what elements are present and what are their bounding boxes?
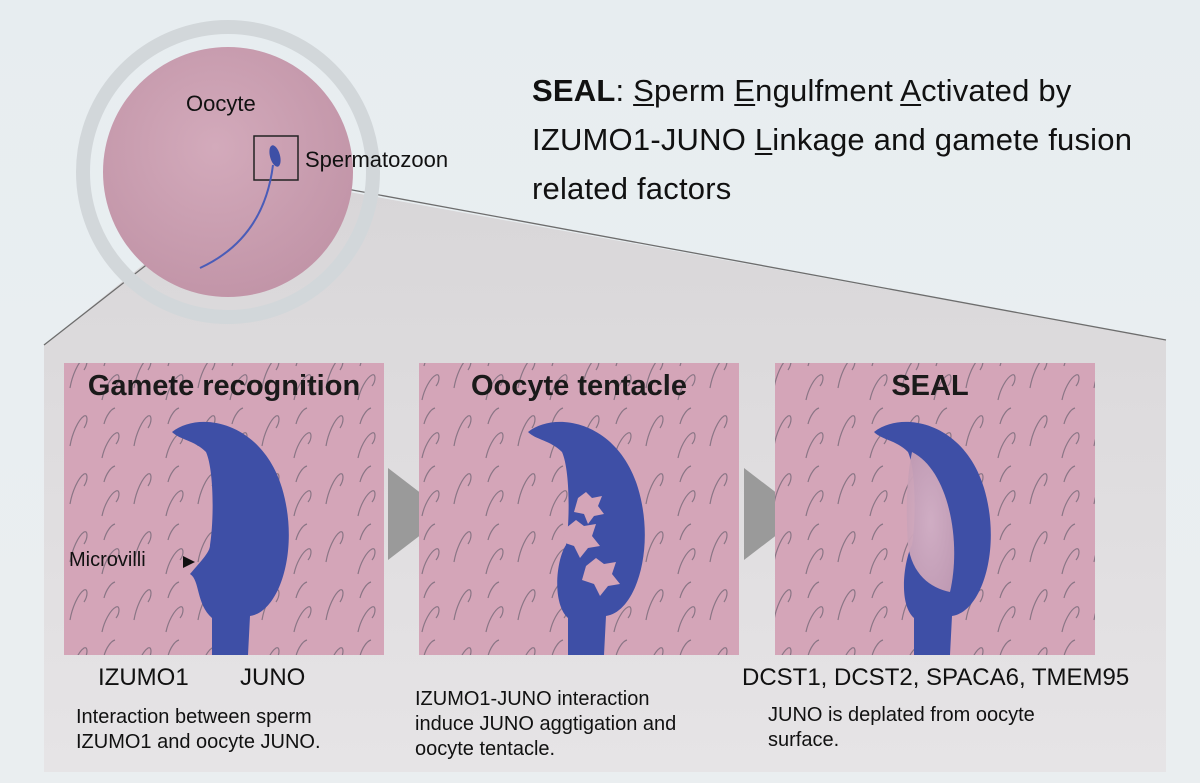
caption-oocyte-tentacle: IZUMO1-JUNO interaction induce JUNO aggt…: [415, 688, 677, 760]
seal-definition-line-3: related factors: [532, 171, 732, 206]
step-arrow-1: [388, 468, 448, 560]
zoom-line-right: [297, 179, 1167, 341]
seal-abbreviation: SEAL: [532, 73, 616, 108]
gene-juno: JUNO: [240, 664, 306, 691]
oocyte-cell: [103, 47, 353, 297]
sperm-body-panel-1: [172, 421, 289, 655]
tentacle-bleb-2: [562, 520, 600, 558]
panel-title-oocyte-tentacle: Oocyte tentacle: [471, 370, 687, 402]
sperm-head: [269, 145, 281, 167]
seal-membrane: [906, 452, 955, 592]
microvilli-label: Microvilli: [69, 549, 146, 571]
panel-title-seal: SEAL: [891, 370, 969, 402]
step-arrow-2: [744, 468, 804, 560]
sperm-zoom-box: [253, 135, 299, 181]
microvilli-arrow: [183, 556, 195, 568]
tentacle-bleb-3: [582, 558, 620, 596]
seal-definition-line-2: IZUMO1-JUNO Linkage and gamete fusion: [532, 122, 1133, 157]
gene-izumo1: IZUMO1: [98, 664, 189, 691]
sperm-tail: [199, 164, 274, 269]
caption-gamete-recognition: Interaction between sperm IZUMO1 and ooc…: [76, 706, 321, 753]
caption-seal: JUNO is deplated from oocyte surface.: [768, 704, 1035, 751]
zona-halo: [76, 20, 380, 324]
spermatozoon-label: Spermatozoon: [305, 147, 449, 172]
gene-list-seal: DCST1, DCST2, SPACA6, TMEM95: [742, 664, 1130, 691]
panel-title-gamete-recognition: Gamete recognition: [87, 370, 361, 402]
oocyte-label: Oocyte: [186, 91, 256, 116]
seal-definition-line-1: SEAL: Sperm Engulfment Activated by: [532, 73, 1072, 108]
tentacle-bleb-1: [574, 492, 604, 524]
